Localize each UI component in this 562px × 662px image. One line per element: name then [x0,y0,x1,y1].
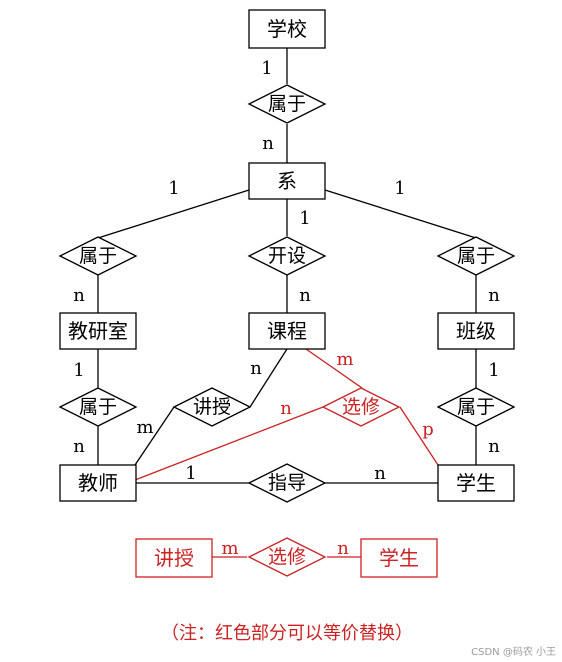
rel-class-student-label: 属于 [457,396,495,418]
card-student-advise-n: n [374,463,386,484]
rel-office-teacher-label: 属于 [79,396,117,418]
card-office-n: n [73,285,85,306]
card-teacher-m: m [136,417,153,438]
alt-entity-lecture-label: 讲授 [154,546,194,570]
entity-teaching-office[interactable]: 教研室 [59,312,137,350]
line-teacher-lecture [134,406,175,466]
rel-office-teacher[interactable]: 属于 [58,387,138,427]
rel-belongs-school-label: 属于 [268,93,306,115]
black-connectors [97,48,477,484]
line-course-elective [305,348,363,389]
card-dept-course-1: 1 [299,208,310,229]
alt-entity-lecture[interactable]: 讲授 [135,538,213,578]
rel-belongs-office-label: 属于 [79,245,117,267]
card-course-lecture-n: n [250,358,262,379]
rel-belongs-class[interactable]: 属于 [436,236,516,276]
rel-offers-label: 开设 [268,245,306,267]
entity-department-label: 系 [277,169,297,193]
entity-class[interactable]: 班级 [437,312,515,350]
entity-teacher-label: 教师 [78,471,118,495]
card-teacher-n: n [73,436,85,457]
card-teacher-elective-n: n [280,398,292,419]
alt-rel-elective-label: 选修 [268,546,306,568]
black-cardinalities: 1 n 1 1 1 n n n 1 n m n 1 n 1 n [73,58,500,484]
card-course-elective-m: m [336,349,353,370]
red-connectors [134,348,439,558]
line-lecture-course [249,348,288,408]
card-dept-office-1: 1 [168,178,179,199]
line-teacher-elective [134,406,324,481]
card-student-elective-p: p [422,419,434,440]
rel-advise-label: 指导 [268,472,306,494]
card-dept-n: n [262,133,274,154]
card-school-1: 1 [261,58,272,79]
red-cardinalities: m n p m n [221,349,433,559]
alt-rel-elective[interactable]: 选修 [247,537,327,577]
entity-student-label: 学生 [456,471,496,495]
card-class-n: n [488,285,500,306]
note-text: （注：红色部分可以等价替换） [161,623,413,644]
card-office-1: 1 [73,360,84,381]
rel-advise[interactable]: 指导 [247,463,327,503]
watermark-text: CSDN @码农 小王 [471,645,556,658]
rel-offers[interactable]: 开设 [247,236,327,276]
alt-entity-student[interactable]: 学生 [360,538,438,578]
card-alt-n: n [337,538,349,559]
line-elective-student [399,406,439,466]
rel-lecture-label: 讲授 [193,396,231,418]
entity-department[interactable]: 系 [248,162,326,200]
rel-belongs-office[interactable]: 属于 [58,236,138,276]
card-dept-class-1: 1 [394,178,405,199]
entity-class-label: 班级 [456,319,496,343]
card-course-n: n [299,285,311,306]
entity-teacher[interactable]: 教师 [59,464,137,502]
entity-school[interactable]: 学校 [248,9,326,49]
card-student-n: n [488,436,500,457]
line-dept-office-rel [97,189,250,239]
entity-course[interactable]: 课程 [248,312,326,350]
rel-lecture[interactable]: 讲授 [172,387,252,427]
entity-course-label: 课程 [267,319,307,343]
rel-belongs-class-label: 属于 [457,245,495,267]
card-class-1: 1 [488,360,499,381]
alt-entity-student-label: 学生 [379,546,419,570]
rel-elective-label: 选修 [342,396,380,418]
entity-student[interactable]: 学生 [437,464,515,502]
card-teacher-advise-1: 1 [185,463,196,484]
entity-teaching-office-label: 教研室 [68,319,128,343]
rel-class-student[interactable]: 属于 [436,387,516,427]
entity-school-label: 学校 [267,17,307,41]
rel-belongs-school[interactable]: 属于 [247,84,327,124]
line-dept-class-rel [324,189,477,239]
card-alt-m: m [221,538,238,559]
rel-elective[interactable]: 选修 [321,387,401,427]
